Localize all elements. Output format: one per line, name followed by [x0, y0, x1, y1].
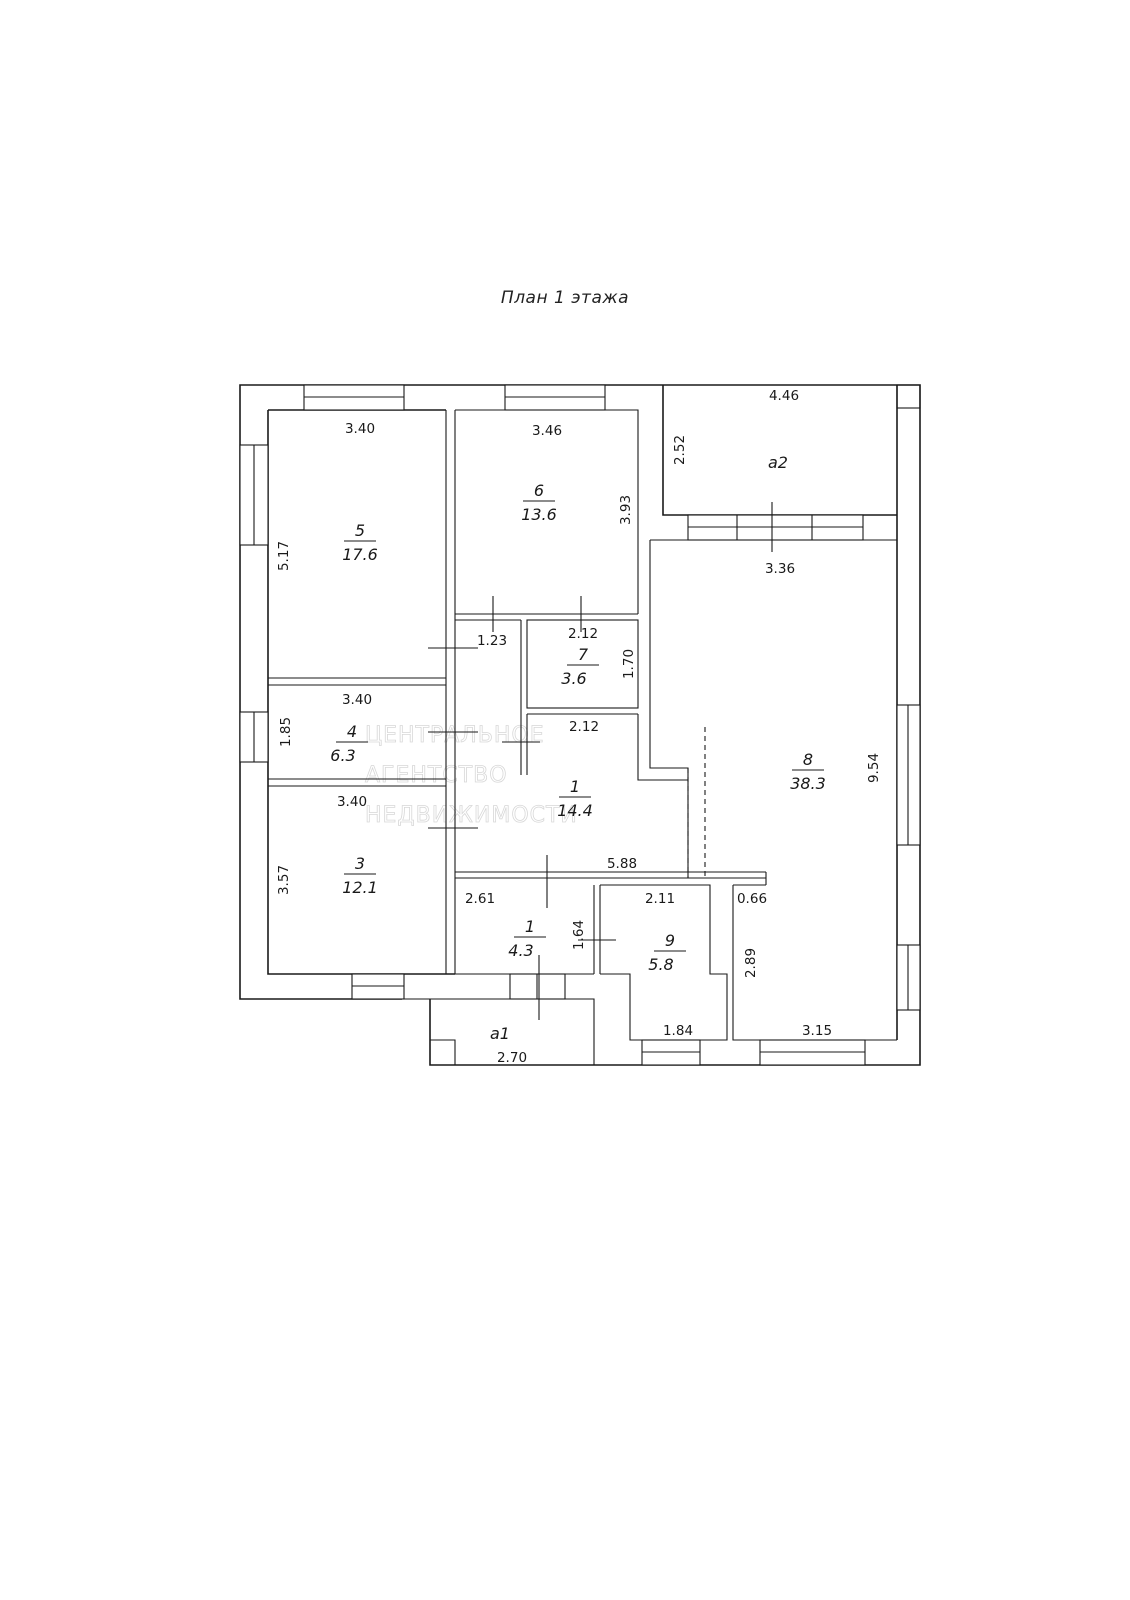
dim-r6-height: 3.93	[618, 495, 634, 525]
room-8-number: 8	[803, 750, 813, 769]
room-1b-area: 4.3	[508, 941, 533, 960]
dim-r8-bottom: 3.15	[802, 1023, 832, 1039]
dim-r8-height: 9.54	[866, 753, 882, 783]
dim-r9-bottom: 1.84	[663, 1023, 693, 1039]
dim-r9-width: 2.11	[645, 891, 675, 907]
room-8-label: 8 38.3	[790, 750, 826, 793]
watermark: ЦЕНТРАЛЬНОЕ АГЕНТСТВО НЕДВИЖИМОСТИ	[365, 723, 578, 829]
room-6-label: 6 13.6	[521, 481, 557, 524]
annex-a2-label: а2	[768, 453, 788, 472]
room-7-number: 7	[578, 645, 589, 664]
room-1a-number: 1	[570, 777, 580, 796]
watermark-line-3: НЕДВИЖИМОСТИ	[365, 803, 578, 828]
room-7-area: 3.6	[561, 669, 586, 688]
plan-title: План 1 этажа	[500, 288, 630, 308]
room-7-label: 7 3.6	[561, 645, 599, 688]
windows	[239, 384, 921, 1066]
dim-r1b-height: 1.64	[571, 920, 587, 950]
room-5-area: 17.6	[342, 545, 378, 564]
dim-a2-width: 4.46	[769, 388, 799, 404]
room-1a-label: 1 14.4	[557, 777, 593, 820]
room-9-area: 5.8	[648, 955, 673, 974]
annex-a1-label: а1	[490, 1024, 510, 1043]
dim-r1b-width: 2.61	[465, 891, 495, 907]
dim-r3-height: 3.57	[276, 865, 292, 895]
room-3-label: 3 12.1	[342, 854, 378, 897]
dim-r8-step: 0.66	[737, 891, 767, 907]
room-9-label: 9 5.8	[648, 931, 686, 974]
dim-r7-width: 2.12	[568, 626, 598, 642]
room-1b-label: 1 4.3	[508, 917, 546, 960]
dim-r8-low: 2.89	[743, 948, 759, 978]
room-8-area: 38.3	[790, 774, 826, 793]
dim-r3-width: 3.40	[337, 794, 367, 810]
room-1b-number: 1	[525, 917, 535, 936]
interior-walls	[268, 409, 897, 1065]
room-9-number: 9	[665, 931, 675, 950]
dim-a1-width: 2.70	[497, 1050, 527, 1066]
dim-a2-height: 2.52	[672, 435, 688, 465]
dim-r5-height: 5.17	[276, 541, 292, 571]
dim-hall-top: 1.23	[477, 633, 507, 649]
dimension-labels: 3.40 5.17 3.46 3.93 4.46 2.52 3.36 9.54 …	[276, 388, 882, 1066]
door-markers	[428, 502, 773, 1020]
watermark-line-1: ЦЕНТРАЛЬНОЕ	[365, 723, 545, 748]
room-4-area: 6.3	[330, 746, 355, 765]
room-6-number: 6	[534, 481, 544, 500]
room-5-label: 5 17.6	[342, 521, 378, 564]
dim-r4-height: 1.85	[278, 717, 294, 747]
room-4-number: 4	[347, 722, 357, 741]
dim-r7-height: 1.70	[621, 649, 637, 679]
room-4-label: 4 6.3	[330, 722, 368, 765]
room-1a-area: 14.4	[557, 801, 593, 820]
room-3-number: 3	[355, 854, 365, 873]
room-6-area: 13.6	[521, 505, 557, 524]
dim-r6-width: 3.46	[532, 423, 562, 439]
dim-hall-mid: 2.12	[569, 719, 599, 735]
dim-hall-width: 5.88	[607, 856, 637, 872]
watermark-line-2: АГЕНТСТВО	[365, 763, 508, 788]
dim-r5-width: 3.40	[345, 421, 375, 437]
dim-r4-width: 3.40	[342, 692, 372, 708]
room-3-area: 12.1	[342, 878, 378, 897]
dim-r8-top: 3.36	[765, 561, 795, 577]
room-5-number: 5	[355, 521, 365, 540]
